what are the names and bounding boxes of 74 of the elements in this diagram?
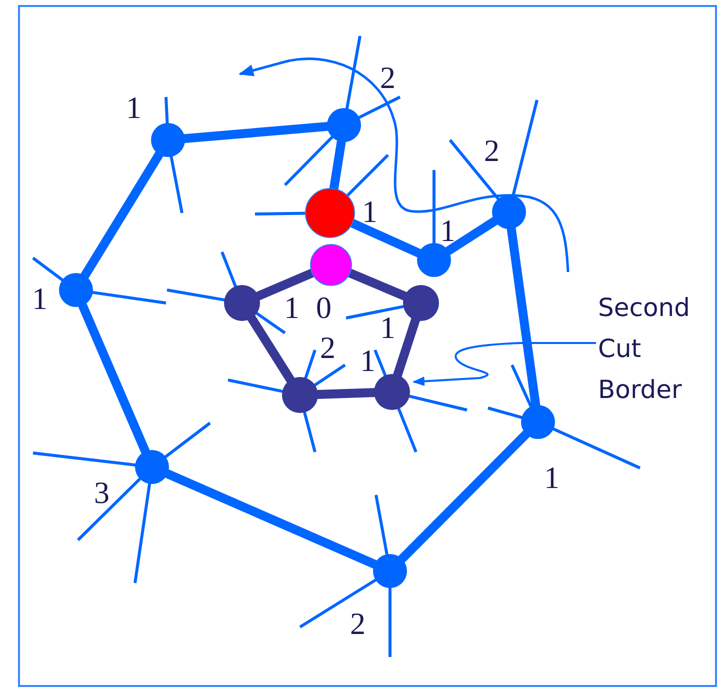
- vertex-number: 1: [362, 196, 378, 227]
- vertex-number: 1: [284, 292, 300, 323]
- vertex-number: 2: [350, 608, 366, 639]
- edge-stub: [254, 311, 286, 334]
- edge-stub: [488, 406, 524, 420]
- edge-stub: [312, 364, 346, 388]
- edge-stub: [284, 134, 334, 186]
- edge-stub: [374, 349, 388, 378]
- edge-stub: [345, 36, 362, 110]
- edge-stub: [344, 154, 390, 198]
- graph-vertex: [59, 273, 93, 307]
- edge-stub: [388, 586, 392, 657]
- edge-stub: [166, 288, 226, 302]
- edge-stub: [346, 304, 406, 320]
- edge-stub: [220, 251, 238, 288]
- graph-edge: [255, 268, 316, 301]
- edge-stub: [357, 96, 401, 120]
- edge-stub: [299, 578, 378, 628]
- edge-stub: [32, 452, 137, 467]
- edge-stub: [432, 170, 436, 245]
- graph-vertex: [310, 244, 352, 286]
- edge-stub: [448, 139, 500, 202]
- graph-edge: [78, 302, 150, 455]
- vertex-number: 2: [484, 135, 500, 166]
- vertex-number: 2: [380, 62, 396, 93]
- edge-stub: [164, 96, 169, 125]
- edge-stub: [163, 422, 211, 459]
- graph-vertex: [151, 123, 185, 157]
- edge-stub: [134, 482, 152, 584]
- graph-vertex: [224, 285, 260, 321]
- vertex-number: 1: [360, 345, 376, 376]
- edge-stub: [76, 476, 142, 542]
- graph-edge: [329, 139, 346, 192]
- graph-edge: [392, 317, 420, 378]
- graph-vertex: [305, 188, 355, 238]
- edge-stub: [510, 364, 534, 409]
- graph-vertex: [417, 243, 451, 277]
- vertex-number: 1: [380, 312, 396, 343]
- cut-border-label: Second Cut Border: [598, 287, 718, 410]
- graph-vertex: [327, 108, 361, 142]
- graph-edge: [506, 226, 540, 408]
- graph-vertex: [521, 405, 555, 439]
- vertex-number: 1: [440, 215, 456, 246]
- edge-stub: [90, 290, 166, 304]
- edge-stub: [304, 350, 316, 380]
- edge-stub: [228, 378, 284, 394]
- vertex-number: 1: [126, 92, 142, 123]
- edge-stub: [374, 494, 389, 556]
- graph-edge: [316, 388, 376, 399]
- graph-edge: [246, 314, 296, 384]
- graph-edge: [346, 268, 408, 301]
- vertex-number: 3: [94, 477, 110, 508]
- edge-stub: [407, 394, 468, 412]
- graph-vertex: [282, 377, 318, 413]
- graph-vertex: [373, 554, 407, 588]
- graph-edge: [80, 150, 164, 280]
- graph-edge: [348, 218, 422, 258]
- graph-edge: [444, 216, 499, 256]
- vertex-number: 1: [32, 283, 48, 314]
- edge-stub: [551, 426, 641, 470]
- vertex-number: 2: [320, 332, 336, 363]
- graph-edge: [398, 430, 530, 564]
- edge-stub: [169, 154, 184, 214]
- graph-edge: [182, 122, 330, 144]
- graph-vertex: [403, 285, 439, 321]
- vertex-number: 0: [316, 292, 332, 323]
- graph-vertex: [135, 450, 169, 484]
- vertex-number: 1: [544, 462, 560, 493]
- graph-vertex: [492, 195, 526, 229]
- edge-stub: [32, 256, 65, 282]
- leader-line: [412, 342, 596, 386]
- graph-edge: [164, 468, 378, 570]
- edge-stub: [302, 410, 316, 452]
- edge-stub: [396, 406, 418, 453]
